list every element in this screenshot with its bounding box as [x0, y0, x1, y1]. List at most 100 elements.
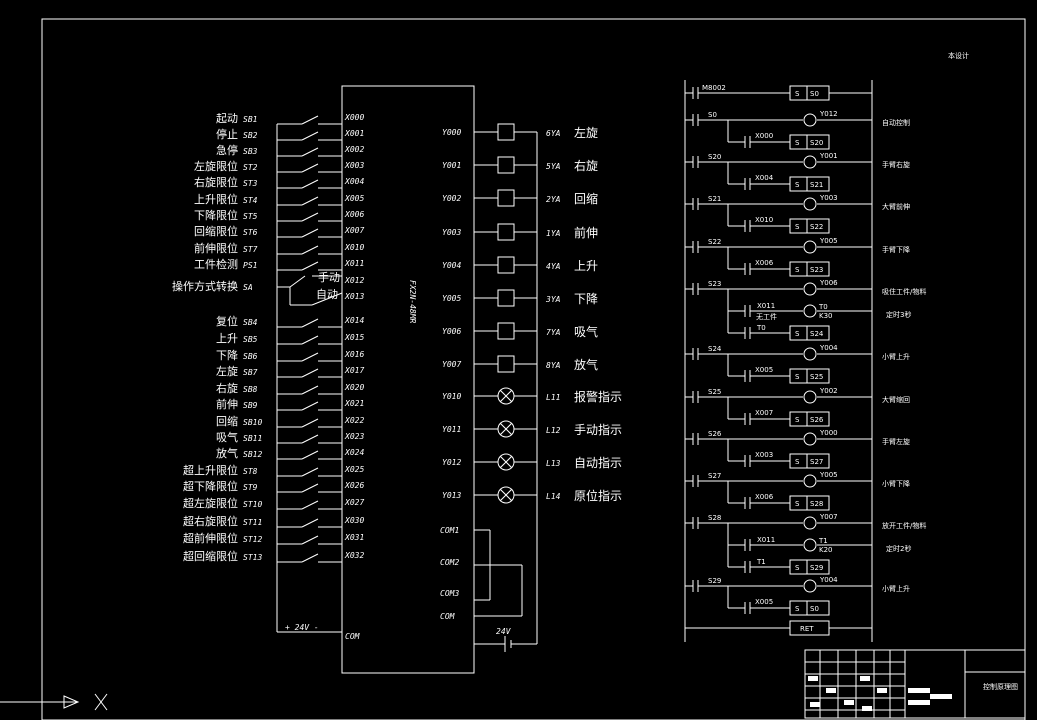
- switch-contact: [301, 368, 319, 378]
- step-comment: 手臂右旋: [882, 160, 910, 169]
- step-label: S26: [708, 430, 722, 438]
- timer-contact-label: T1: [756, 558, 766, 566]
- output-address: Y013: [442, 491, 461, 500]
- input-tag: SB6: [243, 352, 258, 361]
- condition-label: X003: [755, 451, 773, 459]
- switch-contact: [301, 500, 319, 510]
- title-block-mark: [826, 688, 836, 693]
- input-label: 回缩限位: [194, 224, 238, 238]
- output-label: 上升: [574, 259, 598, 273]
- input-address: X024: [344, 448, 364, 457]
- mode-auto-label: 自动: [316, 288, 338, 301]
- set-target-box: [806, 176, 830, 192]
- output-tag: 5YA: [546, 162, 561, 171]
- timer-label: T0: [818, 303, 828, 311]
- input-address: X031: [344, 533, 364, 542]
- step-label: S29: [708, 577, 721, 585]
- switch-contact: [301, 418, 319, 428]
- output-label: 报警指示: [574, 389, 622, 404]
- set-letter: S: [795, 500, 800, 508]
- input-address: X016: [344, 350, 364, 359]
- step-comment: 小臂上升: [882, 352, 910, 361]
- timer-contact-label: T0: [756, 324, 766, 332]
- init-contact-label: M8002: [702, 84, 726, 92]
- switch-contact: [301, 434, 319, 444]
- title-block-mark: [860, 676, 870, 681]
- input-label: 上升: [216, 332, 238, 345]
- switch-contact: [301, 261, 319, 271]
- input-address: X026: [344, 481, 364, 490]
- output-coil: [803, 579, 817, 593]
- input-label: 下降限位: [194, 208, 238, 222]
- step-label: S25: [708, 388, 721, 396]
- input-tag: ST10: [243, 500, 262, 509]
- drawing-title: 控制原理图: [983, 682, 1018, 691]
- set-target-box: [806, 411, 830, 427]
- input-label: 前伸限位: [194, 241, 238, 255]
- input-address: X022: [344, 416, 364, 425]
- input-com-label: COM: [345, 632, 361, 641]
- switch-contact: [301, 535, 319, 545]
- set-target: S27: [810, 458, 823, 466]
- output-tag: L14: [546, 492, 561, 501]
- title-block-mark: [908, 688, 930, 693]
- solenoid-coil: [497, 289, 515, 307]
- coil-label: Y005: [819, 237, 838, 245]
- output-tag: 7YA: [546, 328, 561, 337]
- output-label: 右旋: [574, 158, 598, 173]
- lamp-cross: [499, 389, 513, 403]
- mode-switch-blade: [289, 275, 306, 288]
- step-comment: 小臂下降: [882, 479, 910, 488]
- solenoid-coil: [497, 123, 515, 141]
- step-label: S0: [708, 111, 717, 119]
- input-tag: ST4: [243, 196, 258, 205]
- input-label: 超上升限位: [183, 463, 238, 477]
- set-target: S29: [810, 564, 823, 572]
- title-block-mark: [862, 706, 872, 711]
- input-tag: ST8: [243, 467, 258, 476]
- solenoid-coil: [497, 355, 515, 373]
- input-label: 急停: [216, 143, 238, 157]
- input-tag: PS1: [243, 261, 257, 270]
- step-comment: 手臂下降: [882, 245, 910, 254]
- output-address: Y010: [442, 392, 461, 401]
- input-address: X014: [344, 316, 364, 325]
- timer-coil: [803, 304, 817, 318]
- title-block-mark: [810, 702, 820, 707]
- input-address: X003: [344, 161, 364, 170]
- input-tag: ST5: [243, 212, 258, 221]
- input-tag: SB9: [243, 401, 258, 410]
- set-target: S22: [810, 223, 823, 231]
- input-supply-label: + 24V -: [285, 623, 319, 632]
- switch-contact: [301, 385, 319, 395]
- input-tag: ST11: [243, 518, 262, 527]
- step-comment: 大臂前伸: [882, 202, 910, 211]
- input-label: 左旋限位: [194, 159, 238, 173]
- input-address: X010: [344, 243, 364, 252]
- input-label: 超回缩限位: [183, 549, 238, 563]
- title-block-mark: [808, 676, 818, 681]
- solenoid-coil: [497, 223, 515, 241]
- output-coil: [803, 516, 817, 530]
- output-address: Y011: [442, 425, 461, 434]
- step-label: S20: [708, 153, 721, 161]
- set-target-box: [806, 559, 830, 575]
- coil-label: Y003: [819, 194, 838, 202]
- coil-label: Y012: [819, 110, 838, 118]
- output-label: 回缩: [574, 191, 598, 206]
- title-block-mark: [877, 688, 887, 693]
- mode-switch-label: 操作方式转换: [172, 279, 238, 293]
- set-target-box: [806, 134, 830, 150]
- condition-label: X000: [755, 132, 773, 140]
- input-label: 超右旋限位: [183, 514, 238, 528]
- output-tag: 8YA: [546, 361, 561, 370]
- set-letter: S: [795, 181, 800, 189]
- set-target: S21: [810, 181, 823, 189]
- solenoid-coil: [497, 322, 515, 340]
- input-tag: ST9: [243, 483, 258, 492]
- condition-label: X007: [755, 409, 773, 417]
- solenoid-coil: [497, 156, 515, 174]
